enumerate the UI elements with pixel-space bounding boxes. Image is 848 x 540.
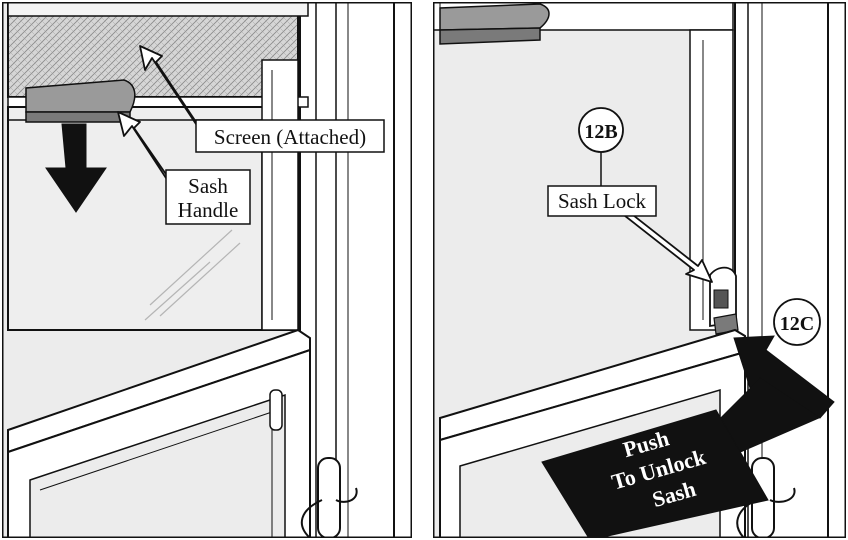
step-badge-12c-label: 12C [780,313,814,335]
left-window-frame [300,2,412,538]
sash-lock-label-box: Sash Lock [548,186,656,216]
screen-label: Screen (Attached) [214,125,366,149]
sash-handle-label-box: Sash Handle [166,170,250,224]
sash-lock [710,268,738,334]
sash-handle-label-line1: Sash [188,174,228,198]
screen-label-box: Screen (Attached) [196,120,384,152]
left-panel: Screen (Attached) Sash Handle [2,2,412,538]
sash-handle-label-line2: Handle [178,198,239,222]
right-window-frame [735,2,846,538]
sash-handle-right [440,4,549,44]
right-panel: 12B Sash Lock 12C Push To Unlock Sash [433,2,846,540]
step-badge-12c: 12C [774,299,820,345]
step-badge-12b: 12B [579,108,623,152]
step-badge-12b-label: 12B [584,121,617,143]
sash-lock-label: Sash Lock [558,189,647,213]
